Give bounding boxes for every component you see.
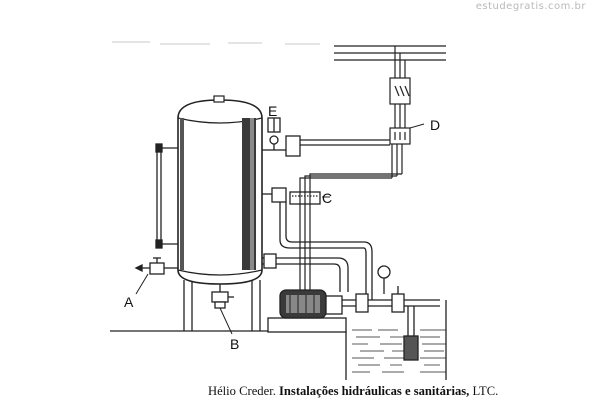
pressure-switch-e bbox=[267, 117, 301, 157]
water-reservoir bbox=[349, 300, 451, 380]
pump-motor bbox=[267, 289, 347, 333]
callout-labels bbox=[135, 123, 425, 335]
label-d: D bbox=[430, 117, 440, 133]
scan-noise bbox=[112, 41, 320, 45]
electrical-wiring bbox=[299, 45, 446, 290]
tank-top-nozzle bbox=[213, 95, 225, 103]
source-caption: Hélio Creder. Instalações hidráulicas e … bbox=[208, 384, 592, 399]
foot-valve bbox=[403, 335, 419, 361]
label-c: C bbox=[322, 190, 332, 206]
caption-title: Instalações hidráulicas e sanitárias, bbox=[279, 384, 470, 398]
inlet-valve-a bbox=[134, 257, 178, 275]
caption-author: Hélio Creder. bbox=[208, 384, 276, 398]
drain-valve-b bbox=[211, 284, 234, 309]
tank-supports bbox=[183, 280, 261, 331]
pressure-tank bbox=[177, 95, 263, 285]
label-e: E bbox=[268, 103, 277, 119]
pressure-gauge bbox=[377, 265, 391, 294]
level-gauge bbox=[155, 143, 178, 249]
watermark-text: estudegratis.com.br bbox=[475, 1, 586, 12]
caption-publisher: LTC. bbox=[472, 384, 499, 398]
label-b: B bbox=[230, 336, 239, 352]
label-a: A bbox=[124, 294, 134, 310]
pipework bbox=[262, 149, 440, 361]
floor bbox=[110, 330, 347, 380]
